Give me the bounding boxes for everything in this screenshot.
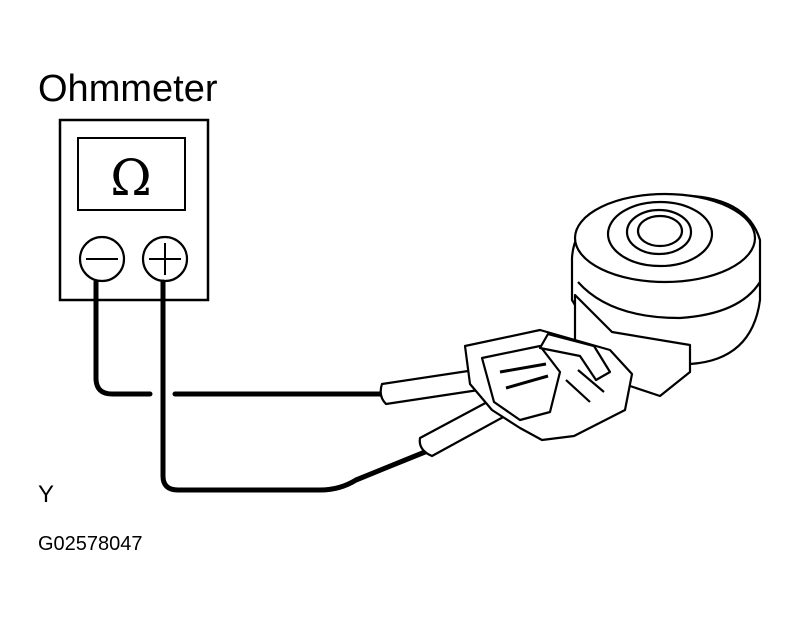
- figure-code: G02578047: [38, 533, 143, 555]
- connector-pin-1: [499, 362, 547, 374]
- test-leads: [93, 279, 428, 493]
- connector-latch: [538, 332, 612, 382]
- sensor-center-hole: [636, 214, 684, 248]
- omega-symbol-icon: Ω: [110, 149, 151, 207]
- connector-pin-2: [505, 374, 549, 390]
- connector-rib: [565, 369, 605, 403]
- negative-lead[interactable]: [93, 279, 153, 397]
- ohmmeter-device: Ω: [58, 118, 210, 302]
- corner-letter: Y: [38, 481, 55, 508]
- knock-sensor: [570, 192, 762, 398]
- sensor-connector: [463, 328, 634, 442]
- ohmmeter-title: Ohmmeter: [38, 68, 218, 110]
- ohmmeter-display: [77, 137, 186, 211]
- positive-lead[interactable]: [160, 279, 428, 493]
- sensor-side-line: [577, 281, 761, 320]
